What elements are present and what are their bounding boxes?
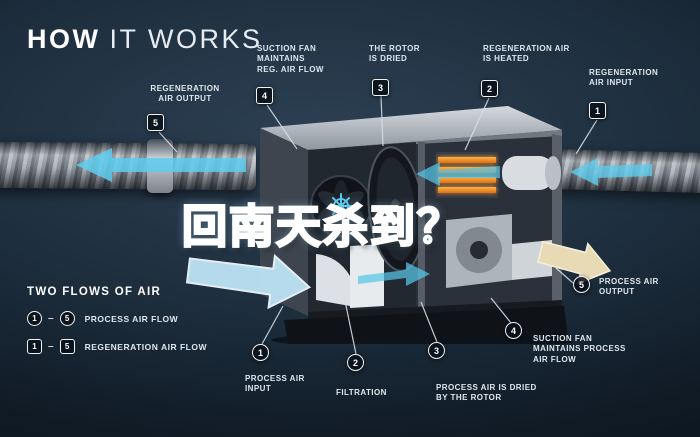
label-process-air-dried: PROCESS AIR IS DRIED BY THE ROTOR — [436, 383, 537, 403]
legend-dash: – — [48, 313, 54, 324]
label-process-air-output: PROCESS AIR OUTPUT — [599, 277, 659, 297]
duct-coupling-ring — [147, 139, 173, 193]
badge-suction-fan-reg: 4 — [256, 87, 273, 104]
regeneration-inlet-duct — [502, 156, 554, 190]
badge-regeneration-air-input: 1 — [589, 102, 606, 119]
label-regeneration-air-input: REGENERATION AIR INPUT — [589, 68, 659, 88]
legend-dash: – — [48, 341, 54, 352]
badge-regeneration-air-output: 5 — [147, 114, 164, 131]
label-process-air-input: PROCESS AIR INPUT — [245, 374, 305, 394]
white-duct-curve — [316, 254, 350, 306]
label-suction-fan-process: SUCTION FAN MAINTAINS PROCESS AIR FLOW — [533, 334, 626, 364]
duct-cap — [545, 156, 561, 190]
badge-suction-fan-process: 4 — [505, 322, 522, 339]
chinese-overlay-text: 回南天杀到？ — [181, 199, 465, 255]
badge-rotor-is-dried: 3 — [372, 79, 389, 96]
title-word-how: HOW — [27, 24, 101, 54]
legend-process-from-badge: 1 — [27, 311, 42, 326]
badge-process-air-input: 1 — [252, 344, 269, 361]
legend-regen-to-badge: 5 — [59, 339, 75, 354]
legend-heading: TWO FLOWS OF AIR — [27, 286, 162, 298]
label-suction-fan-reg: SUCTION FAN MAINTAINS REG. AIR FLOW — [257, 44, 324, 74]
legend-process-label: PROCESS AIR FLOW — [84, 313, 179, 324]
label-regeneration-air-heated: REGENERATION AIR IS HEATED — [483, 44, 570, 64]
internal-airflow-arrows — [358, 162, 500, 286]
badge-process-air-dried: 3 — [428, 342, 445, 359]
legend-regen-label: REGENERATION AIR FLOW — [84, 341, 207, 352]
label-rotor-is-dried: THE ROTOR IS DRIED — [369, 44, 421, 64]
legend: TWO FLOWS OF AIR 1 – 5 PROCESS AIR FLOW … — [27, 286, 207, 354]
legend-process-to-badge: 5 — [59, 311, 75, 326]
badge-process-air-output: 5 — [573, 276, 590, 293]
title-word-itworks: IT WORKS — [109, 24, 263, 54]
legend-row-process: 1 – 5 PROCESS AIR FLOW — [27, 311, 207, 326]
divider-panel — [418, 142, 425, 309]
label-filtration: FILTRATION — [336, 388, 387, 397]
legend-row-regeneration: 1 – 5 REGENERATION AIR FLOW — [27, 339, 207, 354]
page-title: HOW IT WORKS — [27, 24, 263, 55]
left-spiral-duct — [0, 141, 257, 191]
label-regeneration-air-output: REGENERATION AIR OUTPUT — [150, 84, 220, 104]
badge-filtration: 2 — [347, 354, 364, 371]
badge-regeneration-air-heated: 2 — [481, 80, 498, 97]
legend-regen-from-badge: 1 — [27, 339, 42, 354]
